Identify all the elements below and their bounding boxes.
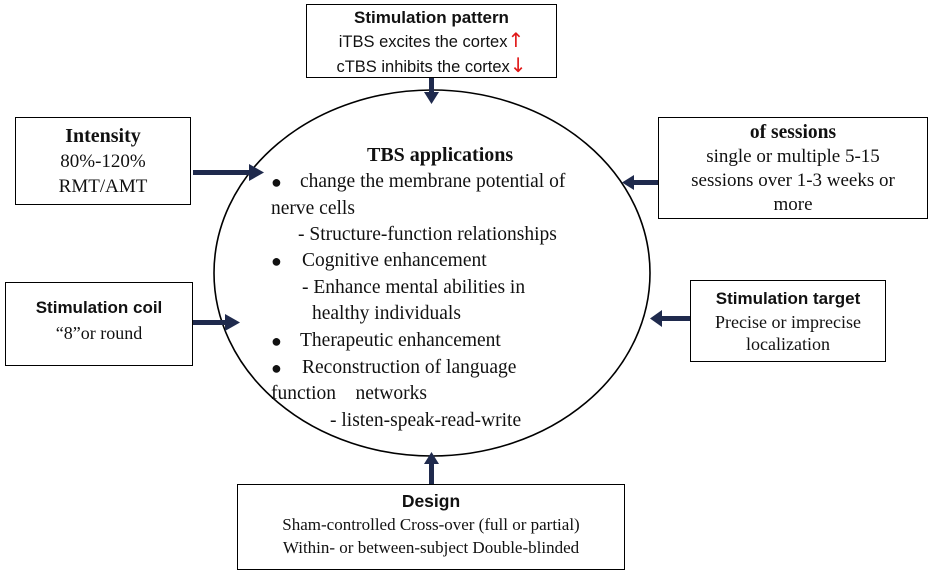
arrow-design-to-center — [424, 452, 439, 484]
stimulation-coil-box: Stimulation coil “8”or round — [5, 282, 193, 366]
stimulation-target-line-1: Precise or imprecise — [715, 312, 861, 332]
design-line-2: Within- or between-subject Double-blinde… — [282, 538, 580, 557]
down-red-arrow-icon: ↓ — [509, 53, 527, 77]
design-line-1: Sham-controlled Cross-over (full or part… — [282, 515, 580, 534]
ctbs-text: cTBS inhibits the cortex — [336, 58, 510, 76]
stimulation-target-line-2: localization — [746, 334, 830, 354]
sessions-line-2: sessions over 1-3 weeks or — [691, 170, 895, 191]
stimulation-target-box: Stimulation target Precise or imprecise … — [690, 280, 886, 362]
application-membrane-cont: nerve cells — [271, 198, 355, 219]
itbs-text: iTBS excites the cortex — [338, 33, 508, 51]
stimulation-coil-title: Stimulation coil — [35, 298, 163, 317]
application-listen-speak: - listen-speak-read-write — [330, 410, 522, 431]
sessions-line-3: more — [773, 194, 813, 215]
tbs-applications-title: TBS applications — [367, 144, 514, 166]
stimulation-target-title: Stimulation target — [715, 289, 861, 308]
application-healthy: healthy individuals — [312, 303, 461, 324]
design-title: Design — [401, 491, 461, 511]
application-mental-abilities: - Enhance mental abilities in — [302, 277, 526, 298]
arrow-coil-to-center — [193, 314, 240, 331]
bullet-dot-icon: ● — [271, 251, 282, 271]
arrow-intensity-to-center — [193, 164, 264, 181]
arrow-sessions-to-center — [622, 175, 658, 190]
application-therapeutic: Therapeutic enhancement — [300, 330, 501, 351]
application-structure-function: - Structure-function relationships — [298, 224, 557, 245]
application-cognitive: Cognitive enhancement — [302, 250, 487, 271]
arrow-target-to-center — [650, 310, 690, 327]
sessions-line-1: single or multiple 5-15 — [706, 146, 880, 167]
stimulation-pattern-box: Stimulation pattern iTBS excites the cor… — [306, 4, 557, 78]
bullet-dot-icon: ● — [271, 358, 282, 378]
design-box: Design Sham-controlled Cross-over (full … — [237, 484, 625, 570]
bullet-dot-icon: ● — [271, 172, 282, 192]
application-networks: function networks — [271, 383, 427, 404]
intensity-box: Intensity 80%-120% RMT/AMT — [15, 117, 191, 205]
application-membrane: change the membrane potential of — [300, 171, 566, 192]
intensity-range: 80%-120% — [60, 151, 146, 172]
arrow-pattern-to-center — [424, 78, 439, 104]
stimulation-coil-shape: “8”or round — [55, 323, 143, 343]
sessions-title: of sessions — [749, 122, 837, 143]
sessions-box: of sessions single or multiple 5-15 sess… — [658, 117, 928, 219]
intensity-threshold: RMT/AMT — [58, 176, 148, 197]
stimulation-pattern-title: Stimulation pattern — [354, 8, 509, 27]
bullet-dot-icon: ● — [271, 331, 282, 351]
application-reconstruction: Reconstruction of language — [302, 357, 517, 378]
intensity-title: Intensity — [65, 125, 141, 147]
up-red-arrow-icon: ↑ — [507, 28, 525, 52]
